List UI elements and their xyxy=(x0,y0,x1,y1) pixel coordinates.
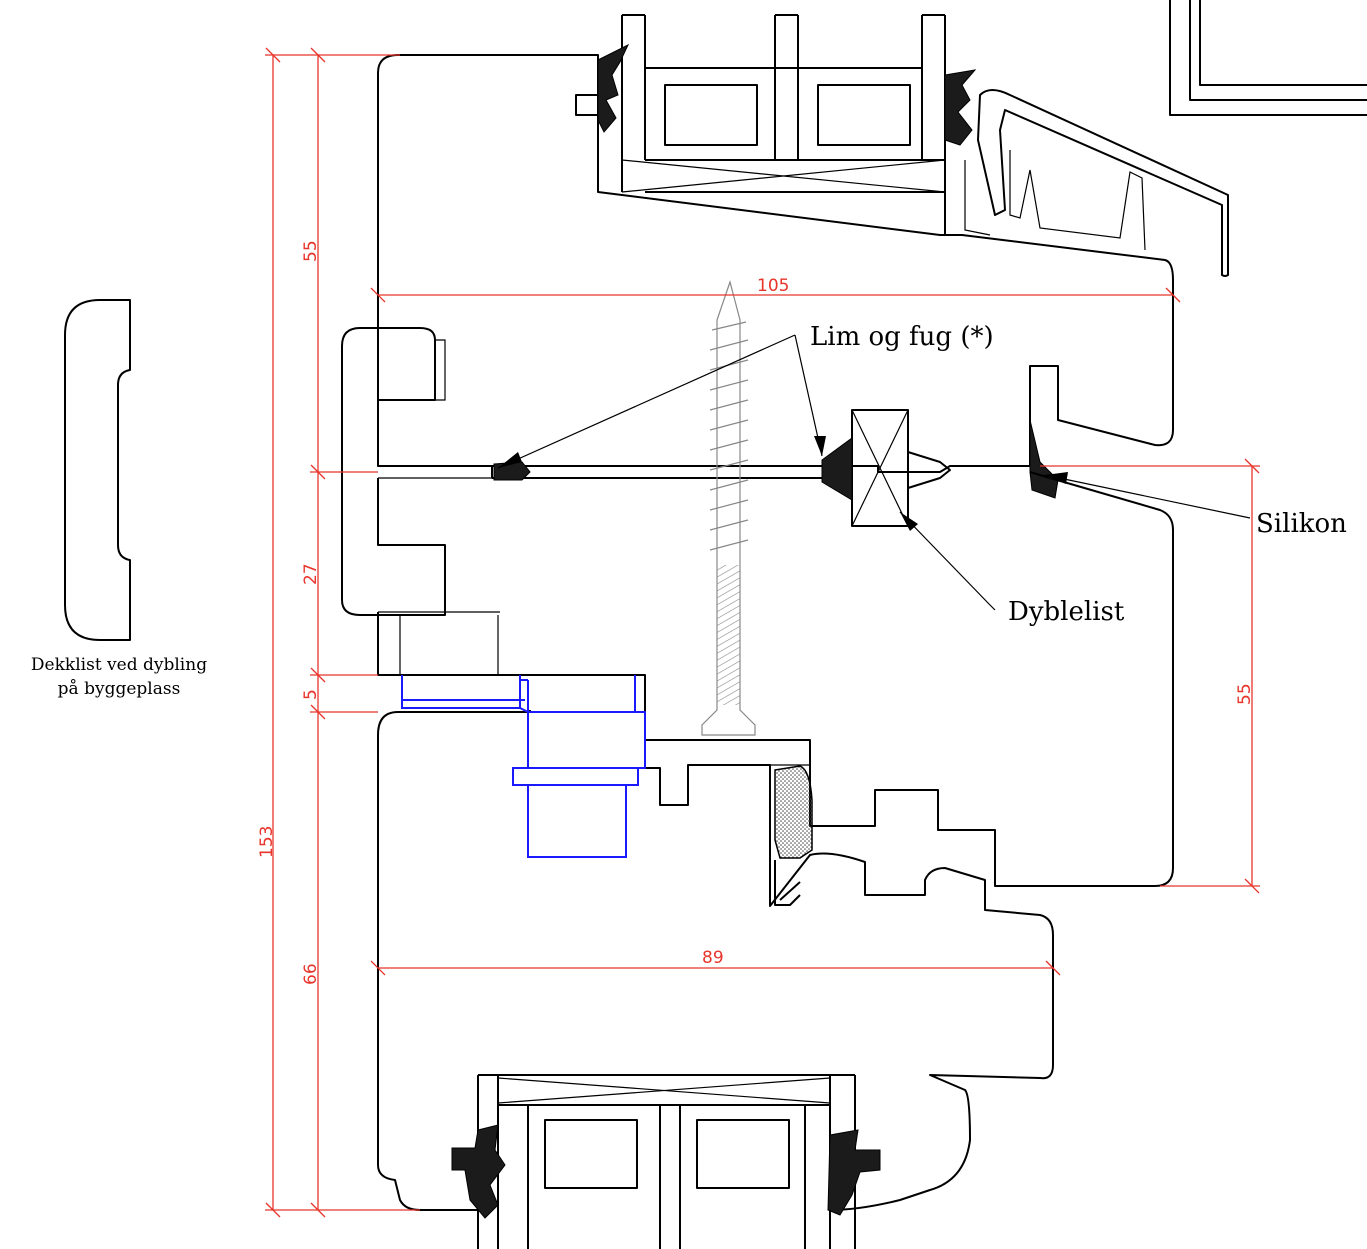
lower-glass-pane-left xyxy=(544,1119,638,1189)
caption-line-1: Dekklist ved dybling xyxy=(30,655,208,675)
lower-seal-right xyxy=(827,1129,881,1216)
label-lim-og-fug: Lim og fug (*) xyxy=(810,322,994,352)
dowel-flange xyxy=(907,451,951,489)
dim-total-height: 153 xyxy=(257,826,277,858)
label-dyblelist: Dyblelist xyxy=(1008,597,1125,627)
label-silikon: Silikon xyxy=(1256,509,1347,539)
lower-gasket xyxy=(774,765,813,859)
upper-seal-right xyxy=(944,69,977,146)
lower-bead-cross xyxy=(497,1077,831,1104)
drip-cap-inner xyxy=(964,150,1146,251)
lower-glass-pane-right xyxy=(696,1119,790,1189)
glue-spot-left xyxy=(493,461,531,481)
leader-arrow-dyblelist xyxy=(900,512,918,531)
dim-upper-section: 55 xyxy=(301,240,321,262)
upper-seal-left-clip xyxy=(575,94,598,116)
screw xyxy=(701,279,756,736)
top-right-frame xyxy=(1169,0,1367,116)
dim-lower-section: 66 xyxy=(301,963,321,985)
leader-dyblelist xyxy=(899,511,996,611)
caption-line-2: på byggeplass xyxy=(57,679,181,699)
leader-arrow-left xyxy=(498,452,522,468)
dim-gap: 5 xyxy=(301,689,321,700)
lower-frame-stop xyxy=(378,611,811,826)
lower-frame-upper-part xyxy=(377,471,1174,887)
dim-upper-width: 105 xyxy=(757,276,789,296)
upper-seal-left xyxy=(597,43,630,133)
leader-arrow-silikon xyxy=(1045,472,1068,484)
dim-lower-width: 89 xyxy=(702,948,724,968)
leader-arrow-right xyxy=(814,436,826,456)
upper-glazing-block xyxy=(597,14,946,235)
drip-cap xyxy=(977,89,1229,277)
dim-right-height: 55 xyxy=(1235,683,1255,705)
cover-strip-caption: Dekklist ved dybling på byggeplass xyxy=(0,653,238,701)
dowel-rod xyxy=(491,465,840,479)
hardware-bracket[interactable] xyxy=(401,675,646,858)
coupling-cover-profile xyxy=(341,327,446,616)
leader-lim-og-fug xyxy=(497,334,823,469)
dim-mid-section: 27 xyxy=(301,563,321,585)
lower-gasket-lip xyxy=(774,860,801,906)
cover-strip-profile xyxy=(64,299,131,641)
silicone-bead xyxy=(1029,419,1059,499)
dimension-lines xyxy=(265,47,1260,1218)
upper-glass-pane-right xyxy=(817,84,911,146)
upper-bead-cross xyxy=(621,159,946,193)
dowel-block-cross xyxy=(851,409,909,527)
leader-silikon xyxy=(1044,474,1251,519)
lower-seal-left xyxy=(451,1124,506,1219)
glue-spot-right xyxy=(821,437,853,501)
upper-glass-pane-left xyxy=(664,84,758,146)
